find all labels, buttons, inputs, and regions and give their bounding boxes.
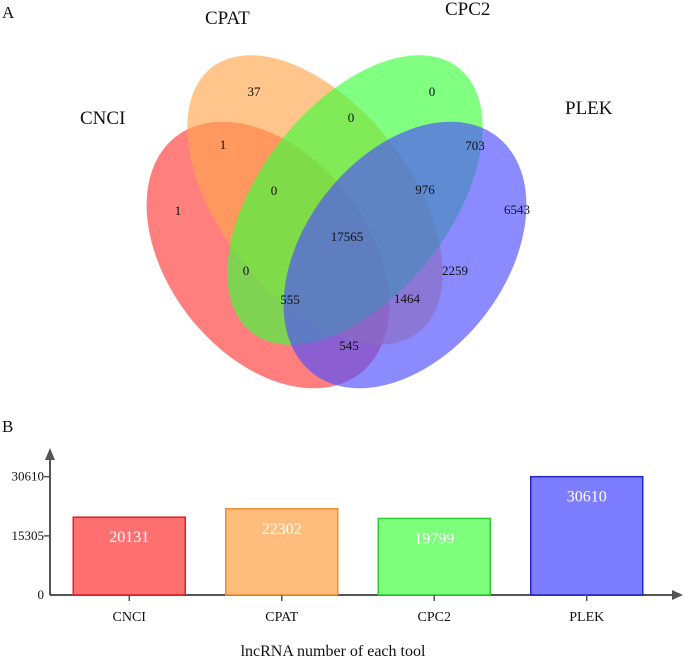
x-axis-arrow	[672, 590, 683, 600]
panel-a-label: A	[2, 3, 15, 22]
region-cnci-cpat-cpc2: 0	[271, 183, 278, 198]
region-cnci-cpat: 1	[220, 137, 227, 152]
x-tick-label: PLEK	[569, 610, 604, 625]
region-cpat-cpc2-plek: 976	[415, 182, 435, 197]
region-cnci-plek: 545	[339, 338, 359, 353]
x-tick-label: CPAT	[265, 610, 298, 625]
venn-region-labels: 1 37 0 6543 1 0 703 0 976 17565 0 2259 5…	[175, 84, 530, 353]
bar-value-label: 20131	[109, 529, 149, 546]
region-plek: 6543	[504, 202, 530, 217]
y-tick-label: 30610	[12, 469, 45, 484]
y-tick-label: 0	[38, 587, 45, 602]
venn-ellipses	[146, 55, 527, 389]
panel-b-label: B	[2, 417, 13, 436]
region-cpat-cpc2: 0	[348, 110, 355, 125]
bar	[377, 517, 491, 596]
x-axis-title: lncRNA number of each tool	[241, 643, 426, 660]
venn-set-plek	[283, 121, 527, 389]
set-label-cpc2: CPC2	[445, 0, 490, 20]
region-cpc2: 0	[429, 84, 436, 99]
set-label-plek: PLEK	[565, 98, 613, 119]
set-label-cnci: CNCI	[80, 108, 125, 129]
region-cnci: 1	[175, 203, 182, 218]
y-tick-label: 15305	[12, 528, 45, 543]
region-cpat: 37	[248, 84, 262, 99]
region-cpc2-plek: 703	[465, 138, 485, 153]
bar	[530, 475, 644, 596]
region-cnci-cpat-plek: 1464	[394, 291, 421, 306]
bar-value-label: 19799	[414, 530, 454, 547]
region-cnci-cpc2: 0	[243, 263, 250, 278]
region-cpat-plek: 2259	[442, 263, 468, 278]
region-cnci-cpc2-plek: 555	[280, 292, 300, 307]
x-tick-label: CPC2	[418, 610, 451, 625]
bar	[225, 508, 339, 596]
set-label-cpat: CPAT	[205, 8, 250, 29]
region-all-four: 17565	[331, 229, 364, 244]
x-tick-label: CNCI	[113, 610, 147, 625]
y-axis-arrow	[45, 448, 55, 460]
bar-value-label: 30610	[567, 489, 607, 506]
venn-panel: A CNCI CPAT CPC2 PLEK 1 37 0 6543 1 0 70…	[2, 0, 613, 389]
bar-value-label: 22302	[262, 521, 302, 538]
